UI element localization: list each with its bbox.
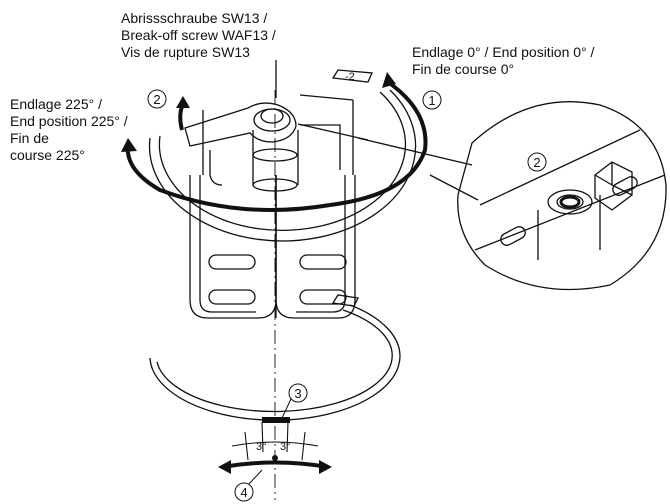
arrowhead-0 (382, 72, 396, 88)
end-position-225-line-4: course 225° (10, 147, 85, 163)
callout-2-detail: 2 (533, 155, 540, 170)
arrowhead-adjust-left (218, 460, 231, 474)
screw-label-line-1: Abrissschraube SW13 / (121, 10, 268, 26)
svg-text:-2: -2 (345, 71, 355, 83)
ring-tab-lower (331, 294, 359, 307)
arrowheads (121, 72, 396, 474)
callout-3: 3 (294, 386, 301, 401)
callout-2-circle (147, 89, 167, 109)
detail-view (357, 101, 667, 291)
ring-tab-top: -2 (331, 69, 373, 83)
lever-arm (184, 60, 369, 147)
callout-2: 2 (153, 92, 160, 107)
callout-1-circle (422, 90, 442, 110)
lower-ring (149, 304, 401, 421)
arrowhead-lever (176, 96, 190, 108)
end-position-225-line-1: Endlage 225° / (10, 96, 103, 112)
fine-adjust-arc (221, 460, 329, 469)
adjust-scale (231, 417, 319, 461)
end-position-0-line-2: Fin de course 0° (412, 61, 515, 77)
pivot-dot (272, 455, 278, 461)
end-position-225-line-3: Fin de (10, 130, 49, 146)
arrowhead-225 (121, 138, 137, 152)
screw-label-line-2: Break-off screw WAF13 / (121, 27, 276, 43)
callout-2-detail-circle (527, 152, 547, 172)
shaft (252, 90, 299, 500)
rotation-arc-225 (125, 144, 331, 212)
callout-4: 4 (240, 485, 247, 500)
callout-4-circle (234, 482, 254, 502)
end-position-0-label: Endlage 0° / End position 0° / Fin de co… (412, 44, 594, 78)
screw-label-line-3: Vis de rupture SW13 (121, 44, 250, 60)
end-position-0-line-1: Endlage 0° / End position 0° / (412, 44, 595, 60)
callout-3-circle (288, 383, 308, 403)
end-position-225-line-2: End position 225° / (10, 113, 128, 129)
screw-label: Abrissschraube SW13 / Break-off screw WA… (121, 10, 276, 61)
arrowhead-adjust-right (319, 460, 332, 474)
callout-1: 1 (428, 93, 435, 108)
mounting-bracket (189, 175, 356, 319)
upper-plate (202, 94, 354, 186)
scale-mark-right: 3° (280, 441, 291, 453)
rotation-arc-0 (329, 78, 428, 207)
end-position-225-label: Endlage 225° / End position 225° / Fin d… (10, 96, 128, 164)
scale-mark-left: 3° (256, 441, 267, 453)
